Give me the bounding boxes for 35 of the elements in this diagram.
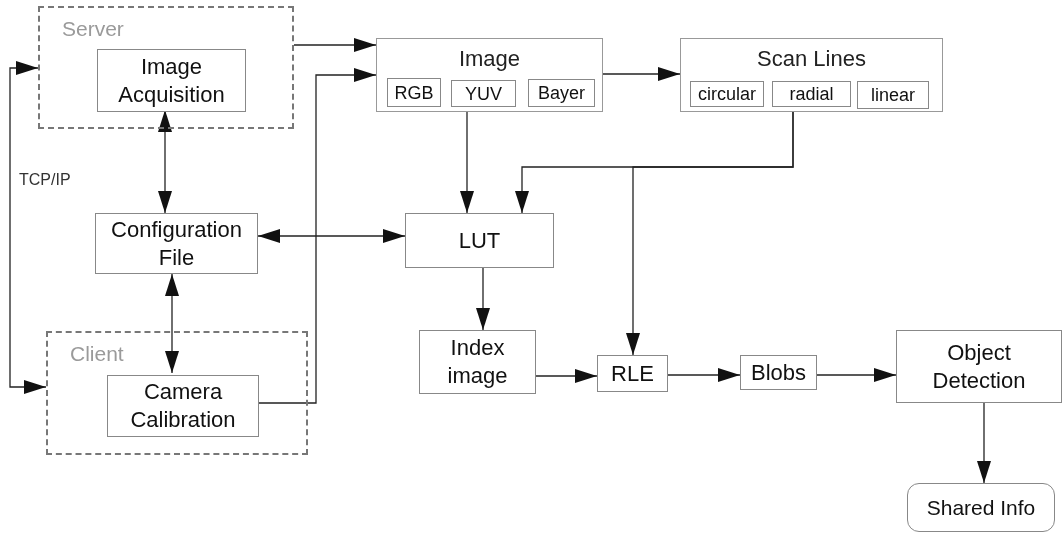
connector-arrow [667, 368, 741, 382]
process-box [680, 38, 943, 112]
type-box: circular [690, 81, 764, 107]
client-group [46, 331, 308, 455]
type-box: radial [772, 81, 851, 107]
group-label: Client [70, 341, 124, 367]
format-box: RGB [387, 78, 441, 107]
process-box: Index image [419, 330, 536, 394]
connector-arrow [977, 402, 991, 484]
connector-arrow [626, 111, 794, 356]
connector-arrow [293, 38, 377, 52]
connector-arrow [9, 61, 47, 394]
connector-arrow [602, 67, 681, 81]
process-box: Blobs [740, 355, 817, 390]
format-box: YUV [451, 80, 516, 107]
connector-arrow [460, 111, 474, 214]
server-group [38, 6, 294, 129]
connector-arrow [257, 229, 406, 243]
connector-arrow [816, 368, 897, 382]
process-box: Object Detection [896, 330, 1062, 403]
group-label: Server [62, 16, 124, 42]
type-box: linear [857, 81, 929, 109]
box-heading: Image [457, 45, 522, 73]
connector-arrow [535, 369, 598, 383]
format-box: Bayer [528, 79, 595, 107]
process-box: Configuration File [95, 213, 258, 274]
process-box: Camera Calibration [107, 375, 259, 437]
process-box: LUT [405, 213, 554, 268]
process-box: Image Acquisition [97, 49, 246, 112]
box-heading: Scan Lines [756, 45, 867, 73]
process-box: RLE [597, 355, 668, 392]
connector-arrow [476, 267, 490, 331]
output-box: Shared Info [907, 483, 1055, 532]
process-box [376, 38, 603, 112]
connector-arrow [165, 273, 179, 374]
